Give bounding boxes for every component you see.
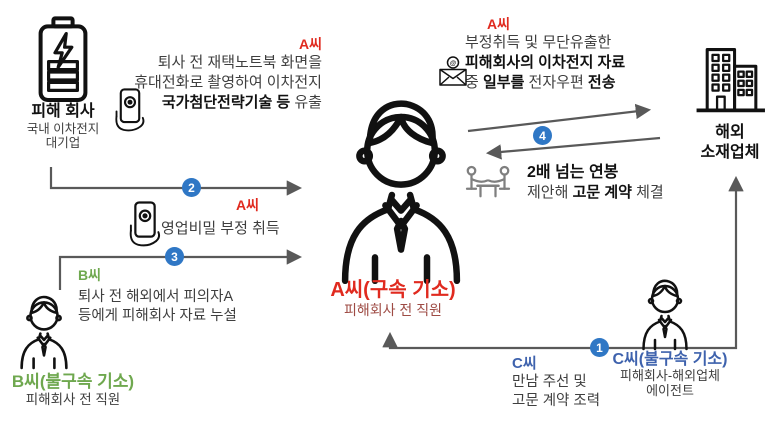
step-3-actor: A씨 bbox=[236, 197, 259, 213]
step-2-actor: A씨 bbox=[299, 36, 322, 52]
step-3-badge: 3 bbox=[165, 247, 184, 266]
victim-company-subtitle-1: 국내 이차전지 bbox=[26, 121, 100, 136]
victim-company-label: 피해 회사 국내 이차전지 대기업 bbox=[4, 102, 122, 150]
overseas-company-title-1: 해외 bbox=[715, 124, 745, 141]
victim-company-subtitle-2: 대기업 bbox=[45, 135, 81, 150]
contract-line-2: 제안해 고문 계약 체결 bbox=[527, 184, 664, 201]
person-c-desc-2: 에이전트 bbox=[646, 382, 694, 398]
person-a-label: A씨(구속 기소) 피해회사 전 직원 bbox=[308, 279, 478, 318]
step-4-line-2: 피해회사의 이차전지 자료 bbox=[465, 54, 626, 71]
step-4-line-3: 중 일부를 전자우편 전송 bbox=[465, 74, 616, 91]
person-c-name: C씨(불구속 기소) bbox=[612, 351, 728, 368]
step-2-badge: 2 bbox=[182, 178, 201, 197]
step-4-badge: 4 bbox=[533, 126, 552, 145]
contract-text: 2배 넘는 연봉 제안해 고문 계약 체결 bbox=[527, 162, 664, 203]
step-2-line-1: 퇴사 전 재택노트북 화면을 bbox=[157, 54, 322, 71]
b-action-line-1: 퇴사 전 해외에서 피의자A bbox=[78, 289, 234, 305]
person-a-icon bbox=[336, 91, 466, 286]
overseas-company-label: 해외 소재업체 bbox=[690, 123, 770, 162]
step-1-actor: C씨 bbox=[512, 355, 537, 372]
handshake-icon bbox=[464, 164, 512, 200]
person-c-icon bbox=[640, 276, 690, 351]
step-3-text: 영업비밀 부정 취득 bbox=[161, 220, 280, 237]
step-2-line-3: 국가첨단전략기술 등 유출 bbox=[161, 94, 322, 111]
overseas-company-title-2: 소재업체 bbox=[700, 143, 760, 161]
person-b-icon bbox=[18, 292, 70, 370]
step-1-badge: 1 bbox=[590, 338, 609, 357]
person-b-label: B씨(불구속 기소) 피해회사 전 직원 bbox=[0, 372, 146, 407]
person-b-desc: 피해회사 전 직원 bbox=[25, 392, 121, 407]
step-4-actor: A씨 bbox=[487, 16, 510, 32]
person-c-desc-1: 피해회사-해외업체 bbox=[619, 368, 720, 383]
step-1-line-1: 만남 주선 및 bbox=[512, 374, 587, 390]
person-b-name: B씨(불구속 기소) bbox=[11, 372, 135, 391]
b-action-line-2: 등에게 피해회사 자료 누설 bbox=[78, 308, 237, 324]
step-2-line-2: 휴대전화로 촬영하여 이차전지 bbox=[134, 74, 322, 91]
email-icon bbox=[438, 55, 468, 88]
b-action-text: B씨 퇴사 전 해외에서 피의자A 등에게 피해회사 자료 누설 bbox=[78, 266, 237, 326]
person-a-desc: 피해회사 전 직원 bbox=[344, 302, 442, 318]
victim-company-title: 피해 회사 bbox=[31, 103, 95, 120]
step-4-line-1: 부정취득 및 무단유출한 bbox=[465, 34, 612, 51]
person-a-name: A씨(구속 기소) bbox=[330, 279, 456, 301]
step-1-text: C씨 만남 주선 및 고문 계약 조력 bbox=[512, 354, 600, 411]
building-icon bbox=[692, 42, 768, 124]
b-action-actor: B씨 bbox=[78, 267, 101, 283]
person-c-label: C씨(불구속 기소) 피해회사-해외업체 에이전트 bbox=[598, 350, 742, 398]
step-4-text: A씨 부정취득 및 무단유출한 피해회사의 이차전지 자료 중 일부를 전자우편… bbox=[465, 15, 625, 93]
smartphone-camera-icon bbox=[110, 88, 150, 132]
smartphone-camera-icon bbox=[126, 201, 164, 247]
step-1-line-2: 고문 계약 조력 bbox=[512, 393, 601, 409]
step-2-text: A씨 퇴사 전 재택노트북 화면을 휴대전화로 촬영하여 이차전지 국가첨단전략… bbox=[134, 35, 322, 113]
battery-icon bbox=[26, 16, 100, 104]
contract-line-1: 2배 넘는 연봉 bbox=[527, 164, 619, 181]
